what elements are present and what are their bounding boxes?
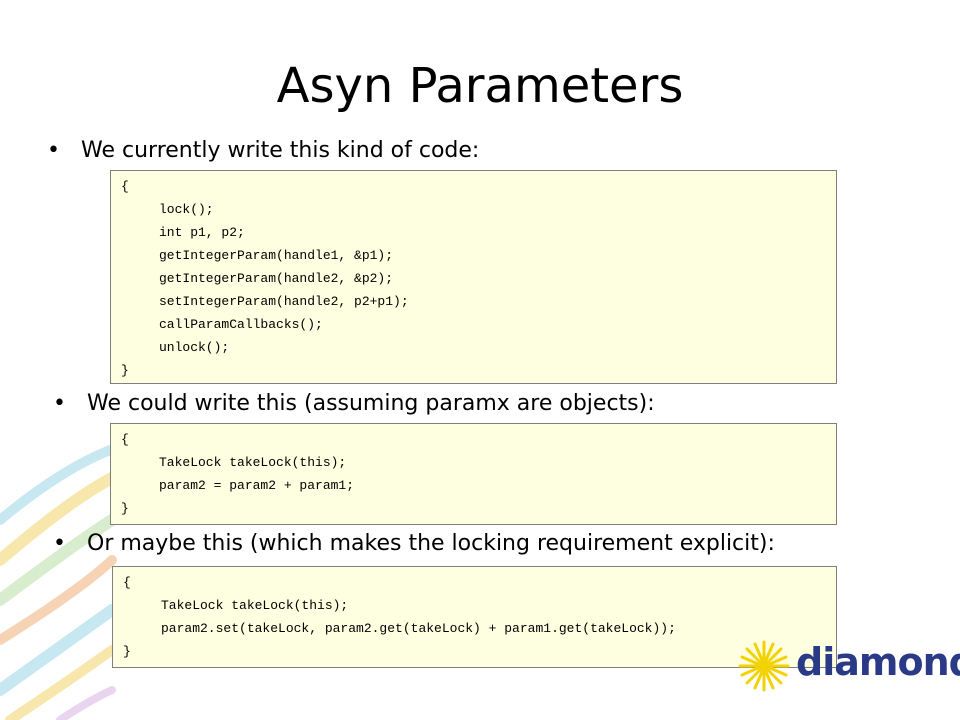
bullet-dot: • <box>53 391 66 416</box>
bullet-dot: • <box>47 138 60 163</box>
bullet-2: • We could write this (assuming paramx a… <box>53 391 655 416</box>
bullet-2-text: We could write this (assuming paramx are… <box>87 391 655 416</box>
bullet-1-text: We currently write this kind of code: <box>81 138 480 163</box>
code-line: } <box>121 363 129 378</box>
code-line: } <box>123 644 131 659</box>
bullet-3-text: Or maybe this (which makes the locking r… <box>87 531 775 556</box>
code-line: TakeLock takeLock(this); <box>159 455 347 470</box>
code-block-2: { TakeLock takeLock(this); param2 = para… <box>110 423 837 525</box>
code-block-3: { TakeLock takeLock(this); param2.set(ta… <box>112 566 837 668</box>
code-line: int p1, p2; <box>159 225 245 240</box>
code-line: param2 = param2 + param1; <box>159 478 355 493</box>
bullet-1: • We currently write this kind of code: <box>47 138 480 163</box>
code-line: param2.set(takeLock, param2.get(takeLock… <box>161 621 676 636</box>
bullet-3: • Or maybe this (which makes the locking… <box>53 531 775 556</box>
code-line: { <box>121 179 129 194</box>
code-block-1: { lock(); int p1, p2; getIntegerParam(ha… <box>110 170 837 384</box>
logo-wordmark: diamond <box>796 640 960 684</box>
code-line: unlock(); <box>159 340 230 355</box>
code-line: { <box>121 432 129 447</box>
code-line: { <box>123 575 131 590</box>
code-line: lock(); <box>159 202 214 217</box>
code-line: TakeLock takeLock(this); <box>161 598 349 613</box>
code-line: callParamCallbacks(); <box>159 317 323 332</box>
slide-title: Asyn Parameters <box>276 58 684 114</box>
code-line: getIntegerParam(handle2, &p2); <box>159 271 394 286</box>
code-line: setIntegerParam(handle2, p2+p1); <box>159 294 409 309</box>
code-line: getIntegerParam(handle1, &p1); <box>159 248 394 263</box>
code-line: } <box>121 501 129 516</box>
diamond-logo-icon <box>738 640 790 692</box>
bullet-dot: • <box>53 531 66 556</box>
